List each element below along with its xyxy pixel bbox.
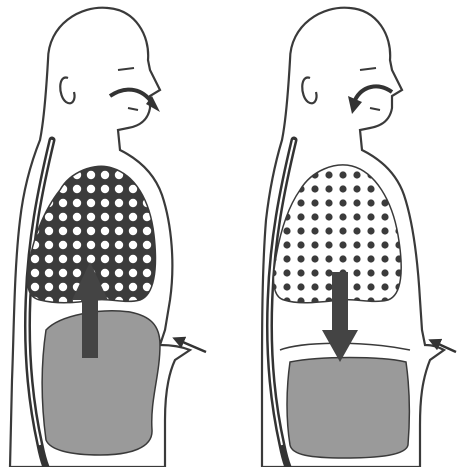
abdomen-left xyxy=(42,311,160,455)
panel-exhalation xyxy=(10,8,206,467)
panel-inhalation xyxy=(262,8,456,467)
abdomen-right xyxy=(287,358,409,459)
